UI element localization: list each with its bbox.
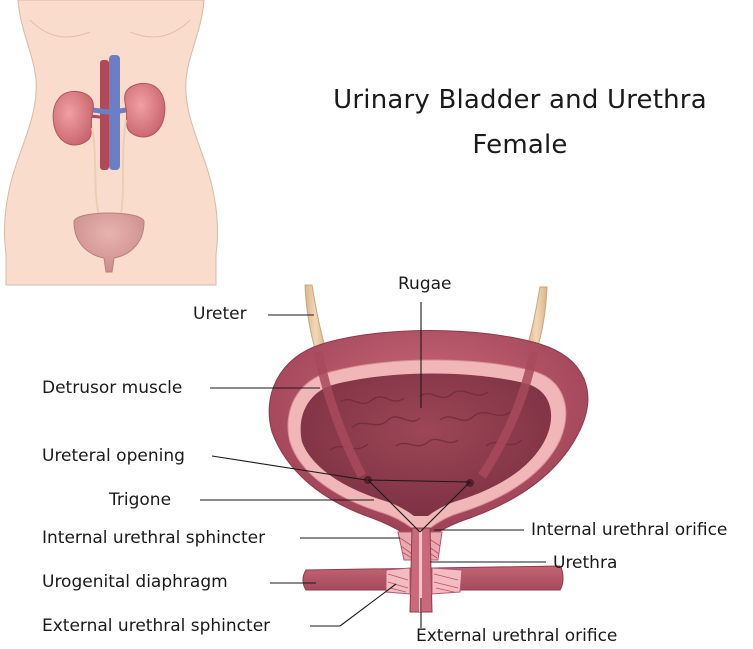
left-kidney-small <box>53 91 93 145</box>
title-line-1: Urinary Bladder and Urethra <box>320 85 720 115</box>
label-trigone: Trigone <box>109 490 171 510</box>
label-ureteral-opening: Ureteral opening <box>42 446 185 466</box>
label-ureter: Ureter <box>193 304 247 324</box>
bladder-main <box>269 285 588 612</box>
right-kidney-small <box>125 83 165 137</box>
ureter-left <box>305 285 326 352</box>
label-rugae: Rugae <box>398 274 452 294</box>
label-internal-urethral-orifice: Internal urethral orifice <box>531 520 727 540</box>
title-line-2: Female <box>320 130 720 160</box>
label-internal-urethral-sphincter: Internal urethral sphincter <box>42 528 265 548</box>
label-detrusor-muscle: Detrusor muscle <box>42 378 182 398</box>
label-external-urethral-sphincter: External urethral sphincter <box>42 616 270 636</box>
label-external-urethral-orifice: External urethral orifice <box>416 626 617 646</box>
torso-inset <box>4 0 217 285</box>
ureteral-opening-right <box>466 479 474 487</box>
label-urethra: Urethra <box>553 553 617 573</box>
aorta-vessel <box>100 60 109 170</box>
label-urogenital-diaphragm: Urogenital diaphragm <box>42 572 228 592</box>
